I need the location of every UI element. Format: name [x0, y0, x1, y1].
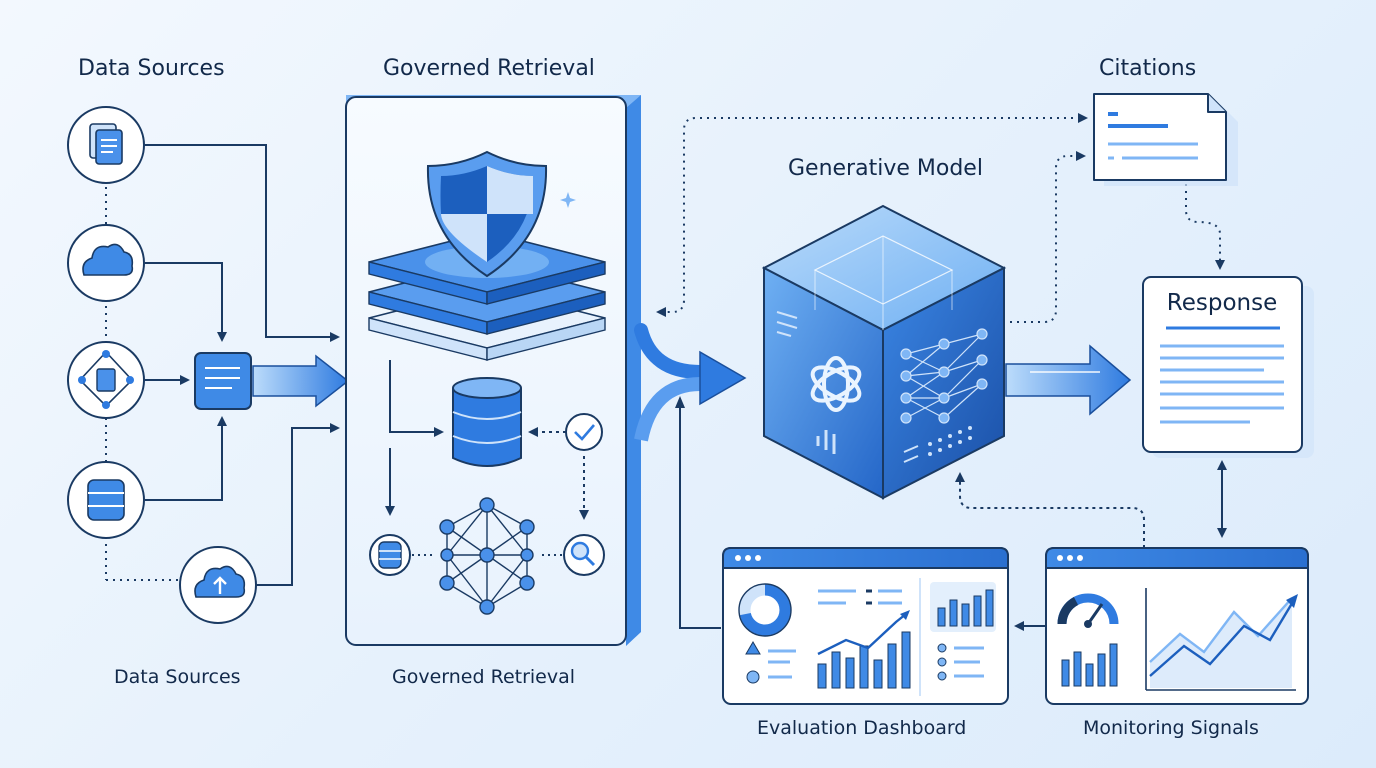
check-icon	[565, 413, 603, 451]
network-source-icon	[67, 341, 145, 419]
governed-retrieval-panel	[345, 95, 641, 646]
model-output-arrow	[1005, 344, 1132, 416]
search-icon	[563, 534, 605, 576]
retrieval-to-model-flow	[634, 113, 1088, 629]
response-title: Response	[1166, 290, 1278, 316]
governed-retrieval-title: Governed Retrieval	[383, 56, 595, 81]
evaluation-dashboard-caption: Evaluation Dashboard	[757, 717, 967, 739]
neural-network-icon	[900, 328, 988, 424]
gauge-icon	[1057, 593, 1119, 628]
data-sources-column	[67, 106, 350, 624]
cube-dot-grid	[903, 426, 972, 463]
knowledge-graph-icon	[439, 497, 535, 615]
monitoring-bar-chart	[1061, 643, 1118, 687]
monitoring-signals-window	[1045, 547, 1309, 705]
document-source-icon	[67, 106, 145, 184]
ingest-arrow	[252, 354, 350, 408]
small-database-icon	[369, 534, 411, 576]
model-logo-icon	[810, 356, 862, 412]
generative-model-title: Generative Model	[788, 156, 983, 181]
data-sources-caption: Data Sources	[114, 666, 241, 688]
database-source-icon	[67, 461, 145, 539]
cloud-source-icon	[67, 224, 145, 302]
vector-database-icon	[452, 377, 522, 467]
evaluation-bar-chart	[817, 631, 911, 689]
shield-stack-icon	[368, 150, 606, 361]
ingest-document-icon	[194, 352, 252, 410]
model-input-arrow	[699, 350, 747, 406]
citations-card	[1093, 93, 1238, 186]
generative-model-cube	[761, 204, 1007, 500]
cloud-upload-icon	[179, 546, 257, 624]
citations-title: Citations	[1099, 56, 1197, 81]
data-sources-title: Data Sources	[78, 56, 225, 81]
governed-retrieval-caption: Governed Retrieval	[392, 666, 576, 688]
monitoring-signals-caption: Monitoring Signals	[1083, 717, 1259, 739]
response-card	[1142, 276, 1314, 458]
evaluation-dashboard-window	[722, 547, 1009, 705]
